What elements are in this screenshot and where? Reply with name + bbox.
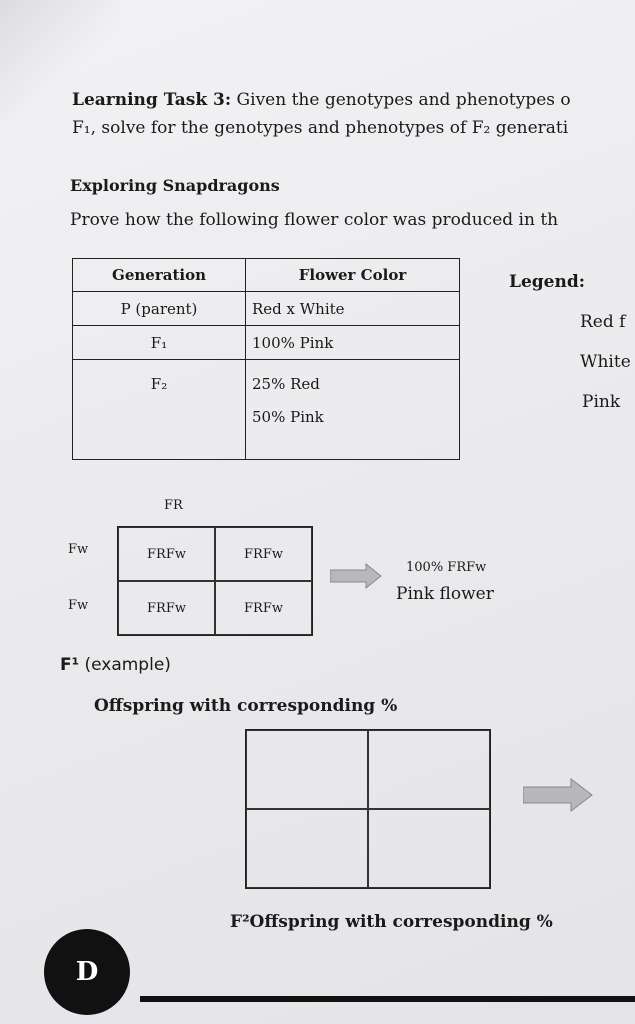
punnett-square-blank (245, 729, 491, 889)
legend-item-red: Red f (580, 312, 626, 332)
punnett-cell: FRFw (215, 527, 312, 581)
cell-generation: P (parent) (72, 291, 246, 326)
right-arrow-icon (330, 563, 382, 589)
table-row: F₁ 100% Pink (72, 325, 460, 360)
section-title: Exploring Snapdragons (70, 176, 280, 195)
table-row: P (parent) Red x White (72, 291, 460, 326)
cell-color: 100% Pink (245, 325, 460, 360)
legend-item-white: White (580, 352, 631, 372)
bottom-rule (140, 996, 635, 1002)
page-badge: D (44, 929, 130, 1015)
f2-caption: F²Offspring with corresponding % (230, 912, 553, 932)
task-text-1: Given the genotypes and phenotypes o (236, 90, 571, 110)
table-row: F₂ 25% Red 50% Pink (72, 359, 460, 460)
punnett-cell-blank[interactable] (246, 730, 368, 809)
left-allele-label-2: Fw (68, 598, 89, 613)
top-allele-label: FR (164, 498, 183, 513)
punnett-cell-blank[interactable] (246, 809, 368, 888)
cell-generation: F₁ (72, 325, 246, 360)
generation-table: Generation Flower Color P (parent) Red x… (72, 258, 460, 460)
cell-color-line-2: 50% Pink (252, 408, 324, 426)
punnett-cell-blank[interactable] (368, 730, 490, 809)
left-allele-label-1: Fw (68, 542, 89, 557)
example-caption-text: (example) (84, 655, 171, 675)
f1-caption-label: F¹ (60, 655, 80, 675)
task-line-1: Learning Task 3: Given the genotypes and… (72, 90, 571, 110)
prompt-text: Prove how the following flower color was… (70, 210, 559, 230)
punnett-cell: FRFw (118, 527, 215, 581)
paper-fold-shadow (0, 0, 120, 120)
task-line-2: F₁, solve for the genotypes and phenotyp… (72, 118, 569, 138)
punnett-cell: FRFw (118, 581, 215, 635)
cell-generation: F₂ (72, 359, 246, 460)
cell-color-line-1: 25% Red (252, 375, 320, 393)
punnett-cell-blank[interactable] (368, 809, 490, 888)
cell-color: Red x White (245, 291, 460, 326)
example-caption: F¹ (example) (60, 655, 171, 675)
punnett-result-phenotype: Pink flower (396, 584, 494, 604)
cell-color: 25% Red 50% Pink (245, 359, 460, 460)
legend-title: Legend: (509, 272, 585, 292)
punnett-square-example: FRFw FRFw FRFw FRFw (117, 526, 313, 636)
header-generation: Generation (72, 258, 246, 292)
task-label: Learning Task 3: (72, 90, 232, 110)
offspring-heading: Offspring with corresponding % (94, 696, 398, 716)
right-arrow-icon (523, 778, 593, 812)
legend-item-pink: Pink (582, 392, 621, 412)
punnett-cell: FRFw (215, 581, 312, 635)
punnett-result-genotype: 100% FRFw (406, 560, 487, 575)
header-flower-color: Flower Color (245, 258, 460, 292)
